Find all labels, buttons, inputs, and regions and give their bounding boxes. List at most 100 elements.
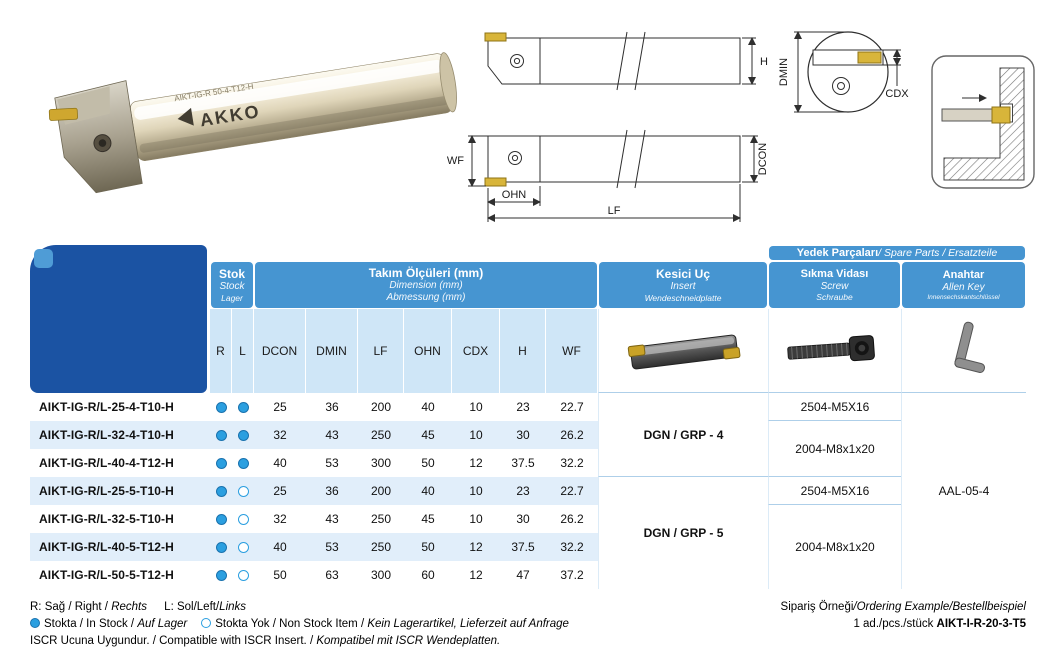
compat-de: Kompatibel mit ISCR Wendeplatten. — [316, 635, 501, 647]
dim-value: 36 — [306, 393, 358, 421]
screw-header-de: Schraube — [816, 292, 853, 303]
dim-value: 50 — [254, 561, 306, 589]
stock-dot — [215, 513, 227, 525]
dim-value: 37.5 — [500, 533, 546, 561]
product-code: AIKT-IG-R/L-32-5-T10-H — [30, 505, 210, 533]
compat-note: ISCR Ucuna Uygundur. / Compatible with I… — [30, 635, 569, 647]
side-view-bottom: WF OHN LF DCON — [447, 129, 769, 222]
ordering-title: Sipariş Örneği/Ordering Example/Bestellb… — [781, 601, 1026, 613]
screw-photo-graphic — [787, 334, 875, 361]
dim-value: 40 — [404, 393, 452, 421]
product-code: AIKT-IG-R/L-25-4-T10-H — [30, 393, 210, 421]
spare-parts-tr: Yedek Parçaları — [796, 247, 879, 259]
stock-dot — [237, 457, 249, 469]
dim-value: 300 — [358, 449, 404, 477]
ordering-code-line: 1 ad./pcs./stück AIKT-I-R-20-3-T5 — [781, 618, 1026, 630]
stock-dot — [237, 485, 249, 497]
dim-value: 22.7 — [546, 393, 598, 421]
stock-dot — [215, 429, 227, 441]
workpiece-hatch — [943, 67, 1025, 181]
corner-block — [30, 245, 207, 393]
insert-tip-detail — [991, 106, 1011, 124]
dim-value: 40 — [254, 533, 306, 561]
stock-dot — [215, 401, 227, 413]
product-table: Yedek Parçaları / Spare Parts / Ersatzte… — [30, 245, 1026, 589]
dim-value: 12 — [452, 561, 500, 589]
product-code: AIKT-IG-R/L-25-5-T10-H — [30, 477, 210, 505]
side-view-top: H — [484, 31, 768, 91]
dim-value: 53 — [306, 533, 358, 561]
stock-l-cell — [232, 393, 254, 421]
dim-label-ohn: OHN — [502, 189, 527, 201]
dim-value: 30 — [500, 421, 546, 449]
screw-header: Sıkma Vidası Screw Schraube — [769, 262, 900, 308]
stock-r-cell — [210, 421, 232, 449]
dim-value: 26.2 — [546, 421, 598, 449]
screw-header-en: Screw — [820, 280, 849, 292]
column-label-h: H — [500, 309, 545, 393]
stock-dot — [215, 541, 227, 553]
dim-value: 43 — [306, 421, 358, 449]
dim-value: 300 — [358, 561, 404, 589]
stock-dot — [215, 485, 227, 497]
column-label-r: R — [210, 309, 231, 393]
in-stock-text: Stokta / In Stock / — [44, 618, 138, 630]
dim-value: 45 — [404, 505, 452, 533]
dim-value: 200 — [358, 393, 404, 421]
allen-key-code: AAL-05-4 — [901, 393, 1026, 589]
dim-value: 30 — [500, 505, 546, 533]
insert-group: DGN / GRP - 5 — [598, 477, 768, 589]
dimensions-header-de: Abmessung (mm) — [386, 292, 466, 304]
dim-value: 22.7 — [546, 477, 598, 505]
product-photo: AKKO AIKT-IG-R 50-4-T12-H — [48, 52, 457, 194]
insert-header-de: Wendeschneidplatte — [644, 292, 722, 303]
stock-l-cell — [232, 561, 254, 589]
stock-header-de: Lager — [221, 292, 243, 303]
screw-code: 2504-M5X16 — [768, 477, 901, 505]
screw-code: 2004-M8x1x20 — [768, 505, 901, 589]
dim-value: 250 — [358, 505, 404, 533]
stock-l-cell — [232, 449, 254, 477]
column-label-wf: WF — [546, 309, 597, 393]
filled-dot-icon — [30, 618, 40, 628]
column-label-dmin: DMIN — [306, 309, 357, 393]
allen-key-photo — [901, 309, 1026, 393]
dim-value: 60 — [404, 561, 452, 589]
spare-parts-banner: Yedek Parçaları / Spare Parts / Ersatzte… — [769, 246, 1025, 260]
dim-value: 23 — [500, 477, 546, 505]
product-code: AIKT-IG-R/L-50-5-T12-H — [30, 561, 210, 589]
ordering-title-rest: /Ordering Example/Bestellbeispiel — [853, 601, 1026, 613]
dim-label-wf: WF — [447, 155, 464, 167]
dim-value: 37.5 — [500, 449, 546, 477]
dim-label-lf: LF — [608, 205, 621, 217]
dim-label-dmin: DMIN — [778, 58, 790, 86]
stock-dot — [237, 401, 249, 413]
insert-photo-graphic — [627, 334, 740, 369]
stock-r-cell — [210, 533, 232, 561]
rl-legend-text2: L: Sol/Left/ — [160, 601, 220, 613]
stock-header: Stok Stock Lager — [211, 262, 253, 308]
stock-l-cell — [232, 421, 254, 449]
footer-left: R: Sağ / Right / Rechts L: Sol/Left/Link… — [30, 601, 569, 652]
stock-r-cell — [210, 561, 232, 589]
stock-dot — [237, 429, 249, 441]
insert-tip — [48, 107, 78, 121]
screw-header-tr: Sıkma Vidası — [800, 267, 869, 280]
stock-l-cell — [232, 477, 254, 505]
dim-value: 45 — [404, 421, 452, 449]
dim-label-cdx: CDX — [885, 88, 909, 100]
cutting-detail — [931, 55, 1035, 189]
product-code: AIKT-IG-R/L-40-5-T12-H — [30, 533, 210, 561]
column-label-lf: LF — [358, 309, 403, 393]
allen-key-header-en: Allen Key — [942, 281, 985, 293]
brand-logo-mark — [177, 107, 194, 126]
product-code: AIKT-IG-R/L-40-4-T12-H — [30, 449, 210, 477]
ordering-qty: 1 ad./pcs./stück — [853, 618, 937, 630]
front-view: DMIN CDX — [778, 31, 909, 113]
dim-value: 47 — [500, 561, 546, 589]
dim-value: 36 — [306, 477, 358, 505]
dimensions-header-en: Dimension (mm) — [389, 280, 463, 292]
dim-value: 10 — [452, 477, 500, 505]
ordering-title-tr: Sipariş Örneği — [780, 601, 854, 613]
rl-legend-rechts: Rechts — [111, 601, 147, 613]
